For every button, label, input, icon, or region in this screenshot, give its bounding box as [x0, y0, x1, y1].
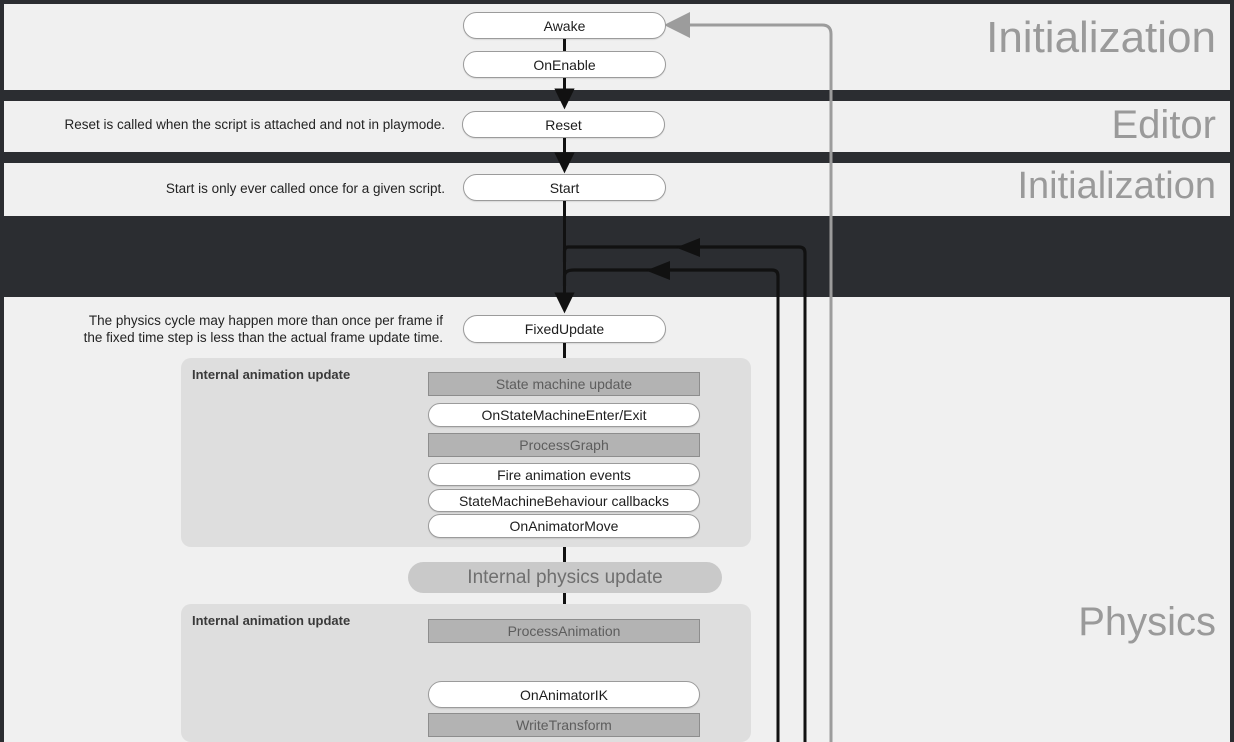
node-on-enable[interactable]: OnEnable: [463, 51, 666, 78]
node-on-animator-move[interactable]: OnAnimatorMove: [428, 514, 700, 538]
lane-title-initialization-2: Initialization: [1017, 165, 1216, 207]
lane-editor: Editor: [4, 101, 1230, 152]
node-reset[interactable]: Reset: [462, 111, 665, 138]
node-state-machine-update: State machine update: [428, 372, 700, 396]
panel-label-internal-animation-update-1: Internal animation update: [192, 367, 351, 382]
node-start[interactable]: Start: [463, 174, 666, 201]
node-on-animator-ik[interactable]: OnAnimatorIK: [428, 681, 700, 708]
node-fire-animation-events[interactable]: Fire animation events: [428, 463, 700, 486]
node-write-transform: WriteTransform: [428, 713, 700, 737]
note-reset: Reset is called when the script is attac…: [64, 117, 445, 132]
node-state-machine-behaviour-callbacks[interactable]: StateMachineBehaviour callbacks: [428, 489, 700, 512]
node-on-state-machine-enter-exit[interactable]: OnStateMachineEnter/Exit: [428, 403, 700, 427]
node-awake[interactable]: Awake: [463, 12, 666, 39]
panel-label-internal-animation-update-2: Internal animation update: [192, 613, 351, 628]
node-internal-physics-update: Internal physics update: [408, 562, 722, 593]
node-process-animation: ProcessAnimation: [428, 619, 700, 643]
lane-title-physics: Physics: [1078, 600, 1216, 644]
dark-band-game-logic: [0, 216, 1234, 297]
lane-title-editor: Editor: [1111, 103, 1217, 147]
note-physics: The physics cycle may happen more than o…: [83, 313, 443, 345]
lane-title-initialization-1: Initialization: [986, 13, 1216, 62]
node-fixed-update[interactable]: FixedUpdate: [463, 315, 666, 343]
note-start: Start is only ever called once for a giv…: [165, 181, 445, 196]
node-process-graph: ProcessGraph: [428, 433, 700, 457]
